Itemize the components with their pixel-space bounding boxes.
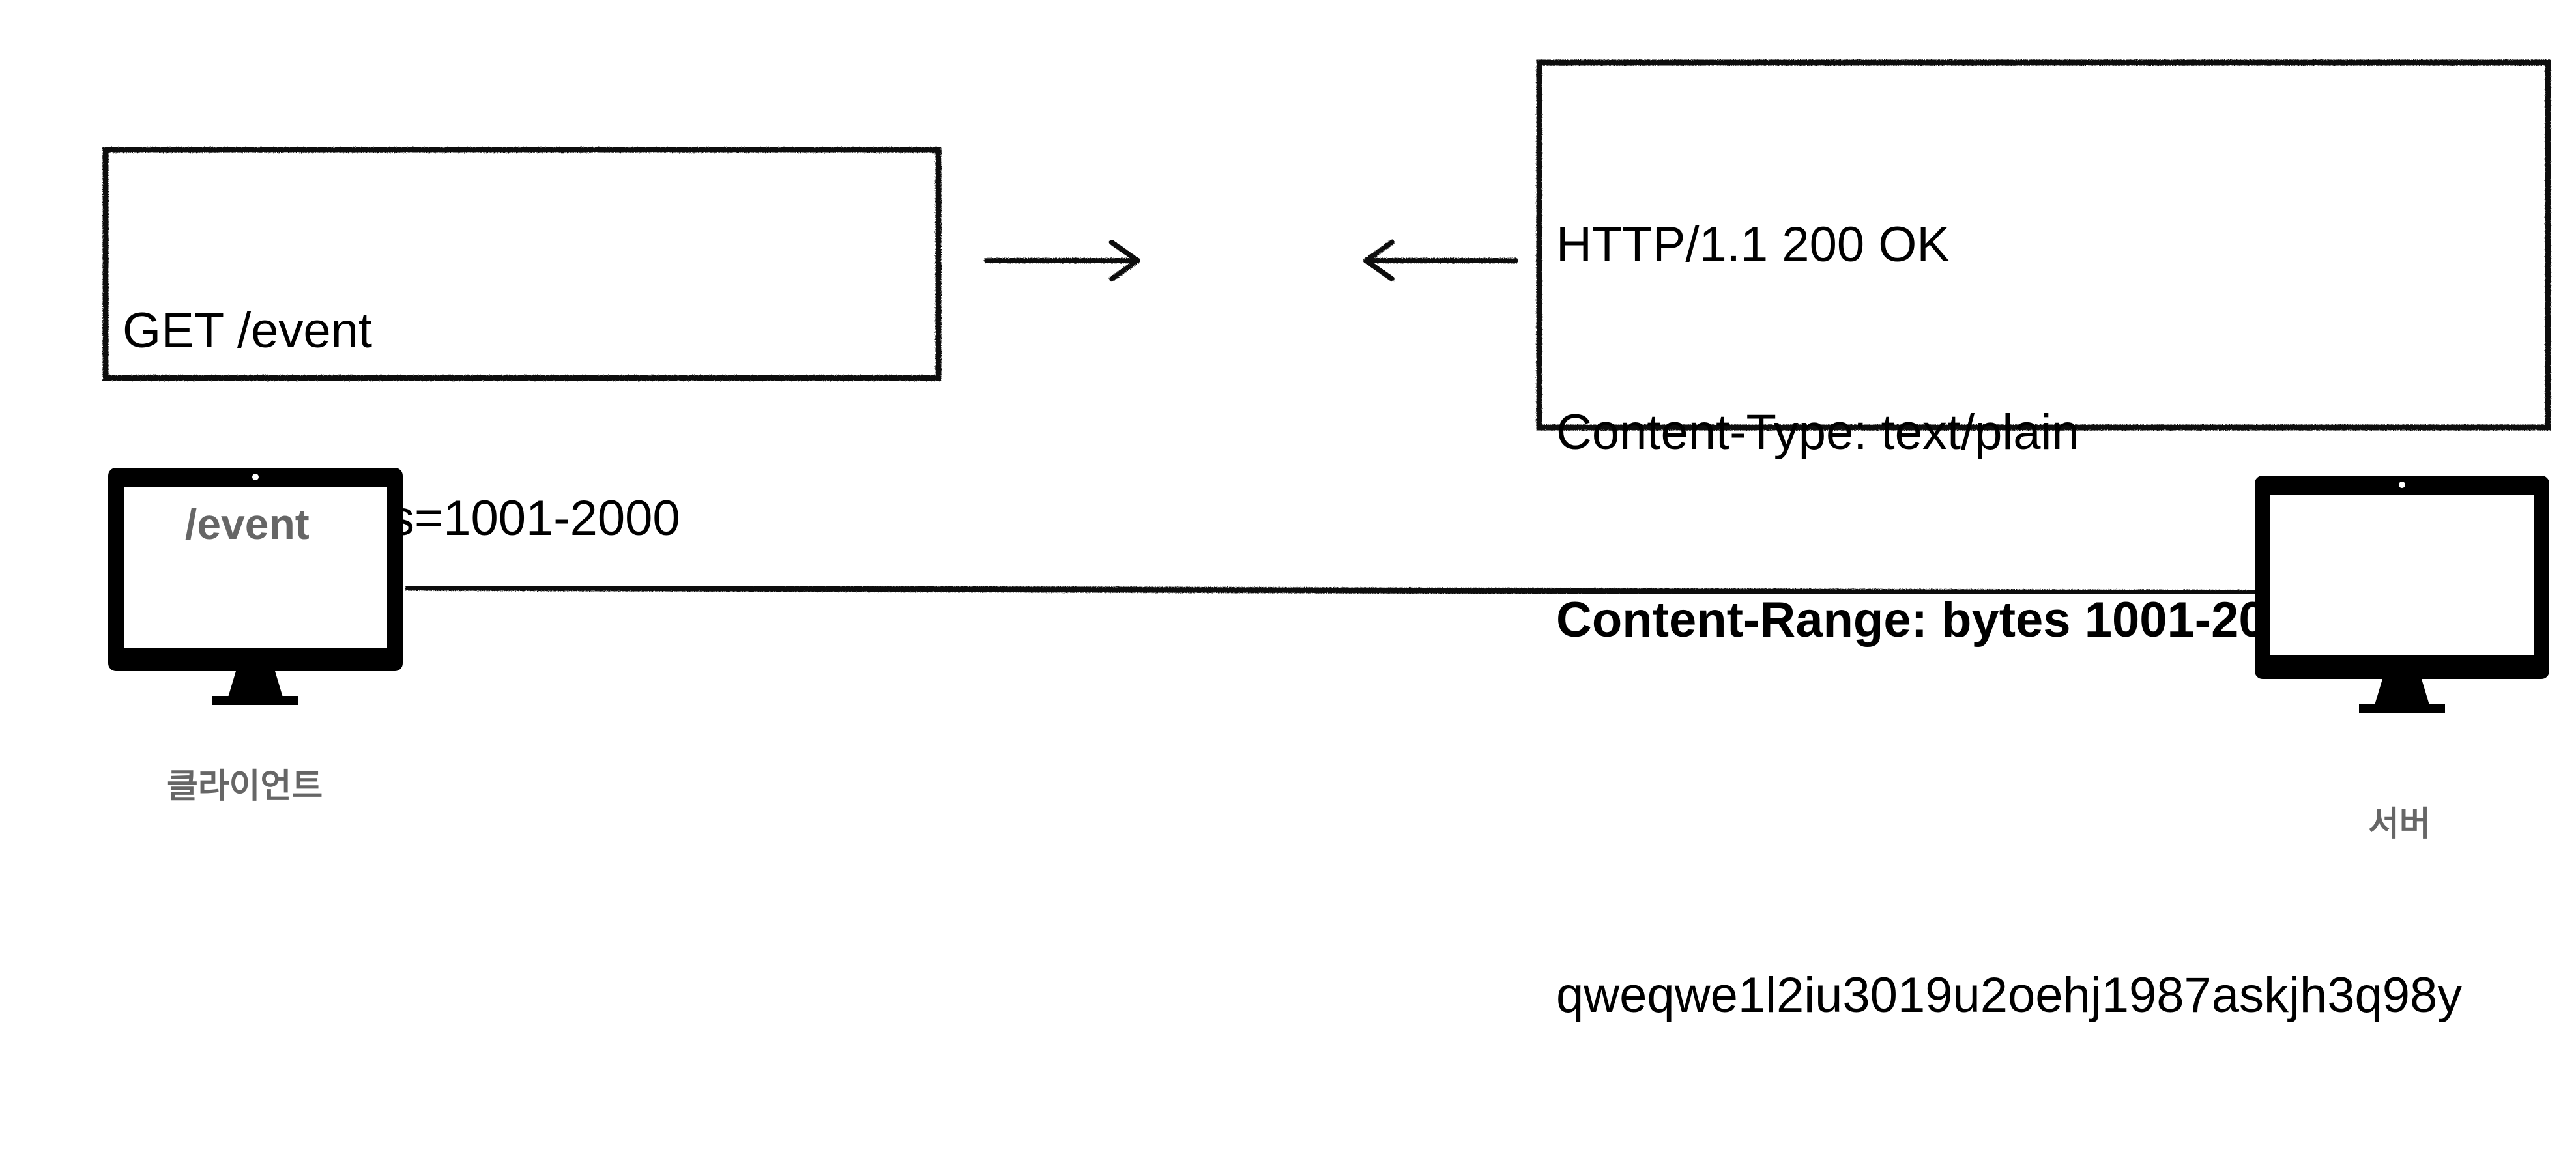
response-box-frame xyxy=(1536,59,2551,431)
client-label: 클라이언트 xyxy=(167,767,323,806)
request-line-method: GET /event xyxy=(123,303,373,358)
client-monitor-icon: /event xyxy=(108,468,405,713)
request-arrow-icon xyxy=(984,240,1140,281)
response-content-type: Content-Type: text/plain xyxy=(1556,405,2079,460)
network-connection-line xyxy=(405,584,2257,596)
server-monitor-icon xyxy=(2255,476,2552,721)
request-box-frame xyxy=(102,147,942,381)
server-label: 서버 xyxy=(2368,805,2431,844)
response-status-line: HTTP/1.1 200 OK xyxy=(1556,217,1950,272)
client-screen-text: /event xyxy=(185,500,310,548)
response-body: qweqwe1l2iu3019u2oehj1987askjh3q98y xyxy=(1556,968,2463,1023)
response-arrow-icon xyxy=(1363,240,1518,281)
